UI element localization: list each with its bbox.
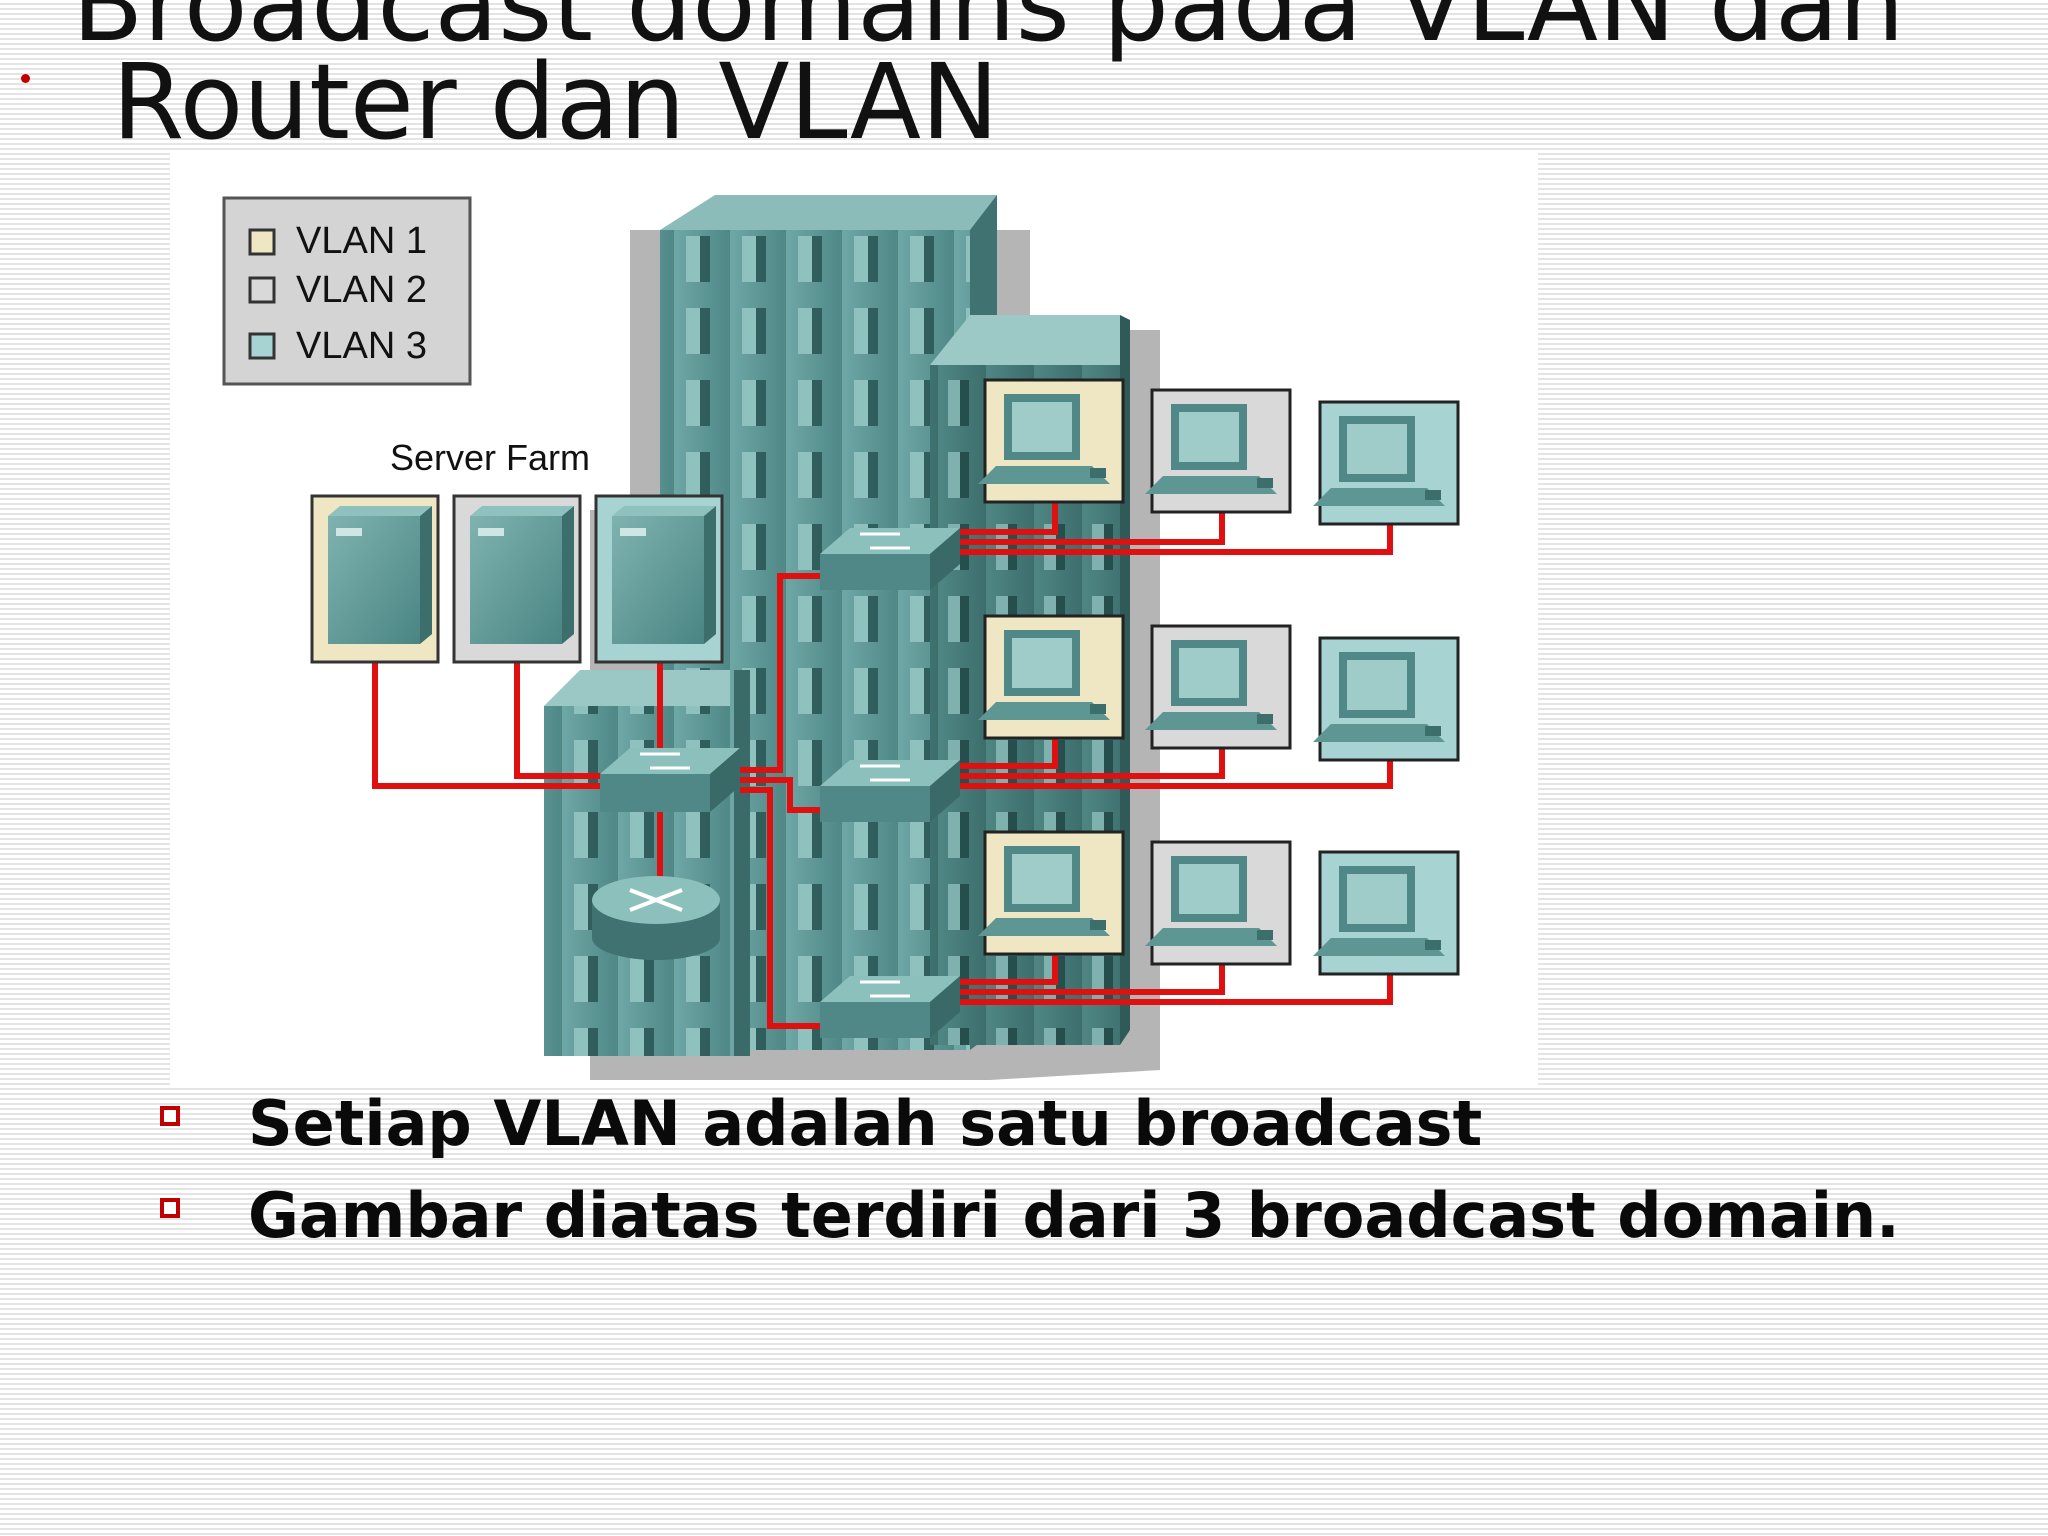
legend-item-vlan-2: VLAN 2 xyxy=(248,269,427,311)
legend-swatch xyxy=(248,228,276,256)
legend-label: VLAN 1 xyxy=(296,220,427,262)
bullet-text: Setiap VLAN adalah satu broadcast xyxy=(248,1087,1483,1160)
server-farm-label: Server Farm xyxy=(390,437,590,478)
core-switch xyxy=(600,748,740,812)
vlan-network-diagram: VLAN 1 VLAN 2 VLAN 3 Server Farm xyxy=(170,150,1538,1088)
pc-row-3-vlan-1 xyxy=(978,830,1125,956)
vlan-legend: VLAN 1 VLAN 2 VLAN 3 xyxy=(222,196,472,386)
slide-title-line-2: Router dan VLAN xyxy=(112,41,999,163)
legend-item-vlan-3: VLAN 3 xyxy=(248,325,427,367)
legend-item-vlan-1: VLAN 1 xyxy=(248,220,427,262)
left-building xyxy=(544,670,750,1056)
pc-row-1-vlan-1 xyxy=(978,378,1125,504)
legend-swatch xyxy=(248,332,276,360)
switch-bottom xyxy=(820,976,960,1038)
pc-row-2-vlan-2 xyxy=(1145,624,1292,750)
router xyxy=(592,876,720,960)
switch-top xyxy=(820,528,960,590)
network-links xyxy=(372,500,1393,1029)
server-vlan-3 xyxy=(594,494,724,664)
slide-title-line-1: Broadcast domains pada VLAN dan xyxy=(72,0,1905,65)
switch-middle xyxy=(820,760,960,822)
title-bullet-dot xyxy=(21,74,30,83)
pc-row-3-vlan-3 xyxy=(1313,850,1460,976)
pc-row-3-vlan-2 xyxy=(1145,840,1292,966)
legend-label: VLAN 2 xyxy=(296,269,427,311)
pc-row-2-vlan-1 xyxy=(978,614,1125,740)
pc-row-1-vlan-3 xyxy=(1313,400,1460,526)
bullet-text: Gambar diatas terdiri dari 3 broadcast d… xyxy=(248,1179,1900,1252)
square-bullet-icon xyxy=(160,1198,180,1218)
square-bullet-icon xyxy=(160,1106,180,1126)
server-vlan-1 xyxy=(310,494,440,664)
legend-label: VLAN 3 xyxy=(296,325,427,367)
pc-row-2-vlan-3 xyxy=(1313,636,1460,762)
legend-swatch xyxy=(248,276,276,304)
server-vlan-2 xyxy=(452,494,582,664)
pc-row-1-vlan-2 xyxy=(1145,388,1292,514)
